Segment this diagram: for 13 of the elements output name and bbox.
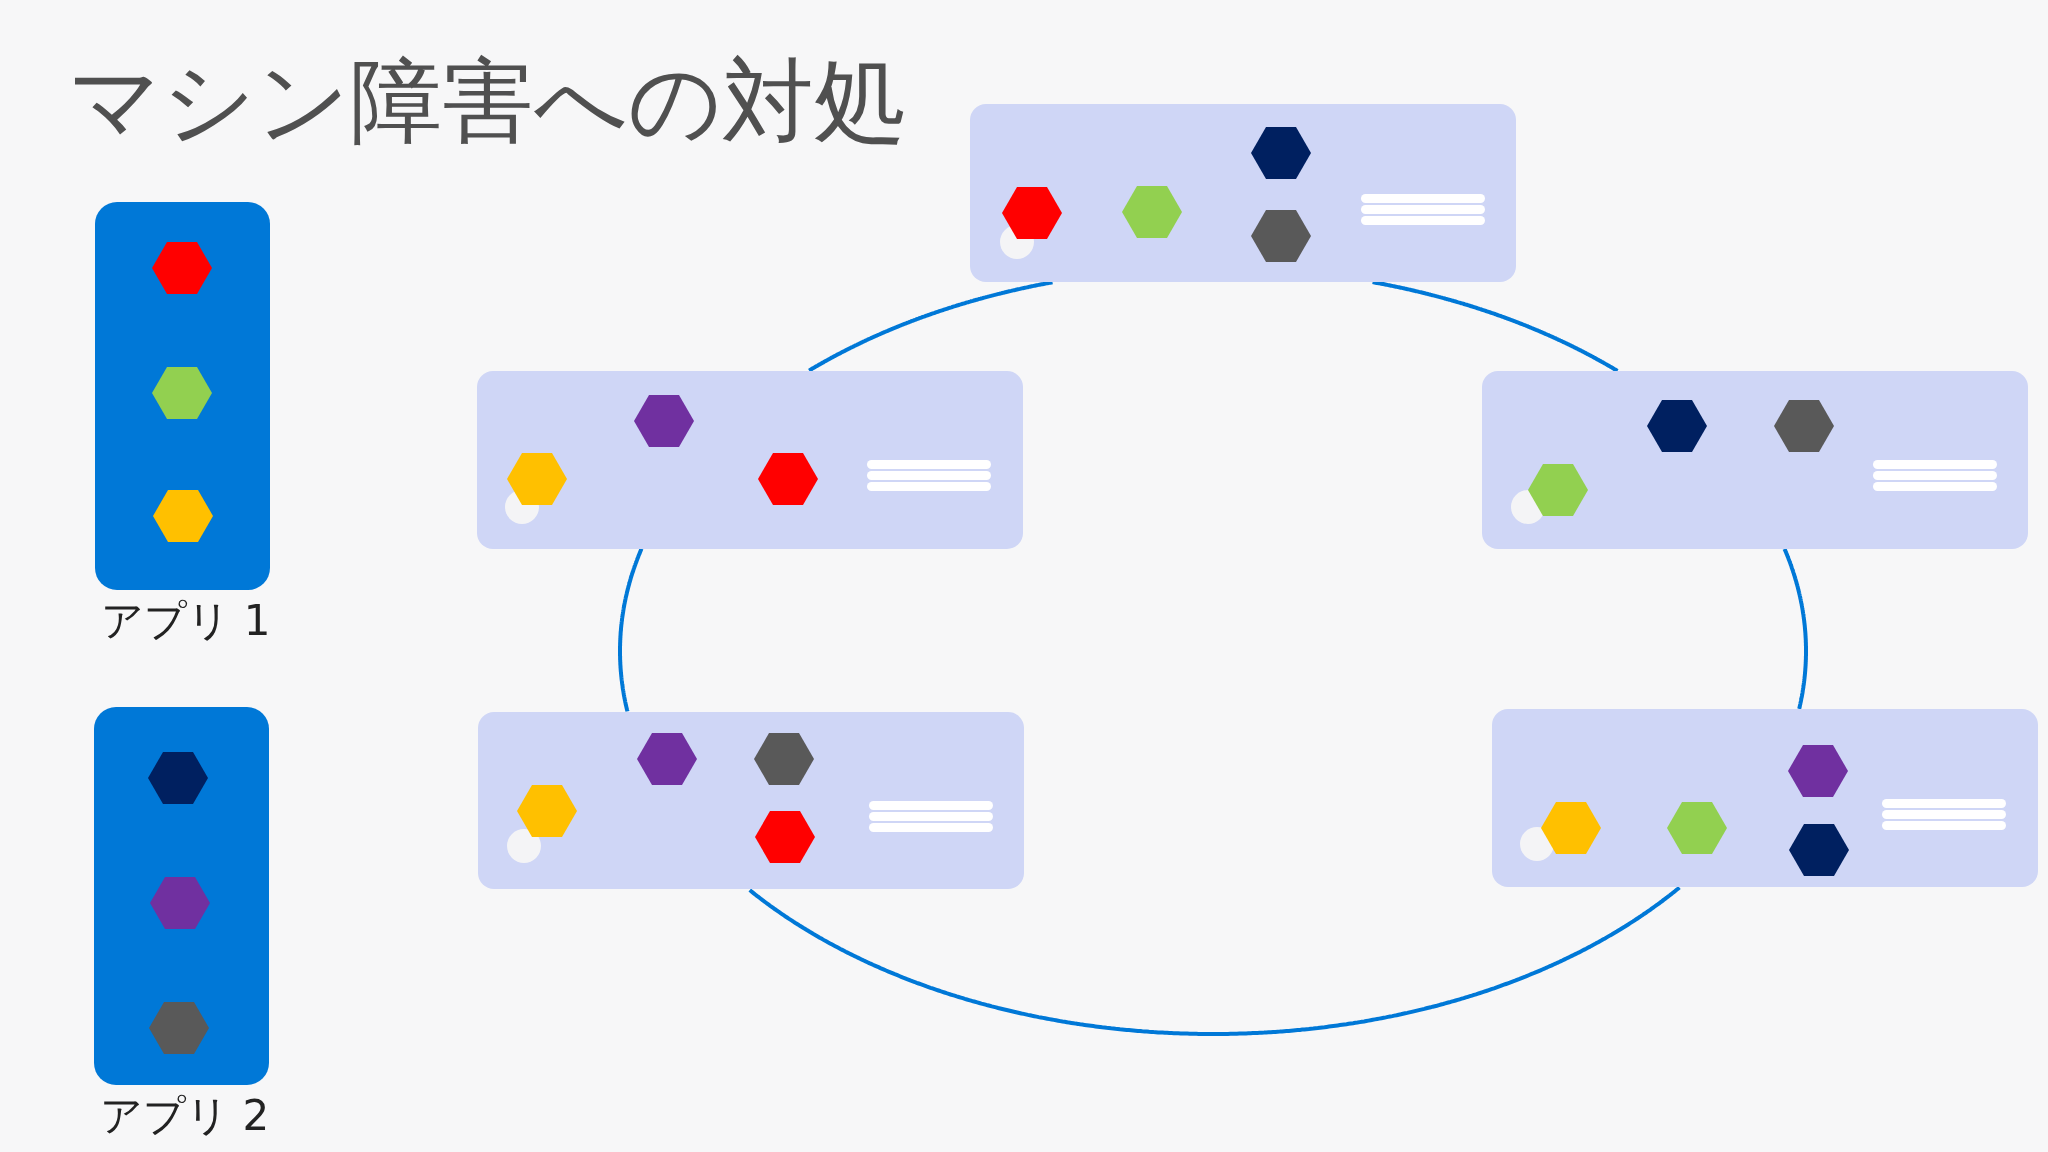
machine-card bbox=[478, 711, 1024, 890]
ring-connector bbox=[748, 885, 1681, 1036]
ring-connector bbox=[807, 280, 1054, 373]
ring-connector bbox=[618, 547, 644, 713]
machine-card bbox=[1491, 709, 2038, 887]
app-label: アプリ 2 bbox=[100, 1095, 270, 1138]
app-label: アプリ 1 bbox=[101, 600, 271, 643]
ring-connector bbox=[1782, 547, 1808, 711]
machine-card bbox=[1482, 370, 2029, 549]
machine-card bbox=[970, 104, 1517, 283]
machine-card bbox=[476, 370, 1023, 549]
slide-title: マシン障害への対処 bbox=[68, 47, 906, 157]
ring-connector bbox=[1371, 280, 1619, 373]
